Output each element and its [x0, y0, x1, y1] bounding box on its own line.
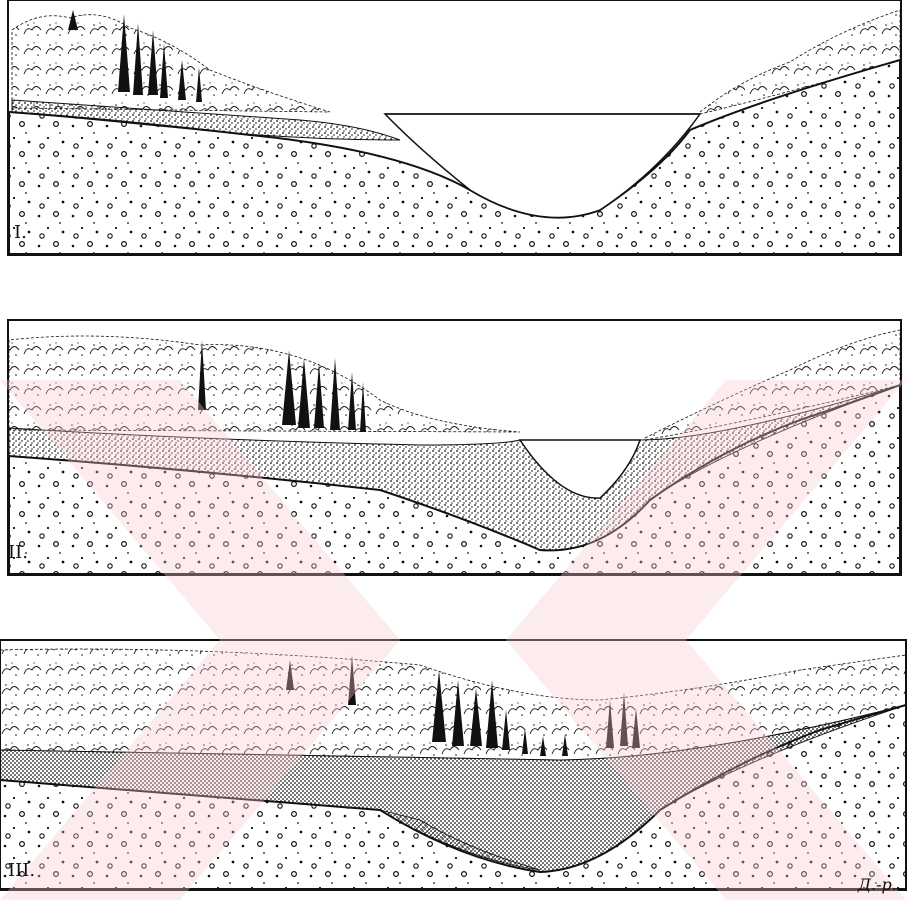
panel-3-label: III. — [8, 860, 35, 881]
panel-2-label: II. — [8, 542, 28, 563]
panel-1 — [8, 0, 901, 255]
artist-signature: Д.-р. — [858, 875, 897, 894]
panel-1-label: I. — [14, 222, 27, 243]
panel-1-forest-left — [12, 15, 330, 112]
